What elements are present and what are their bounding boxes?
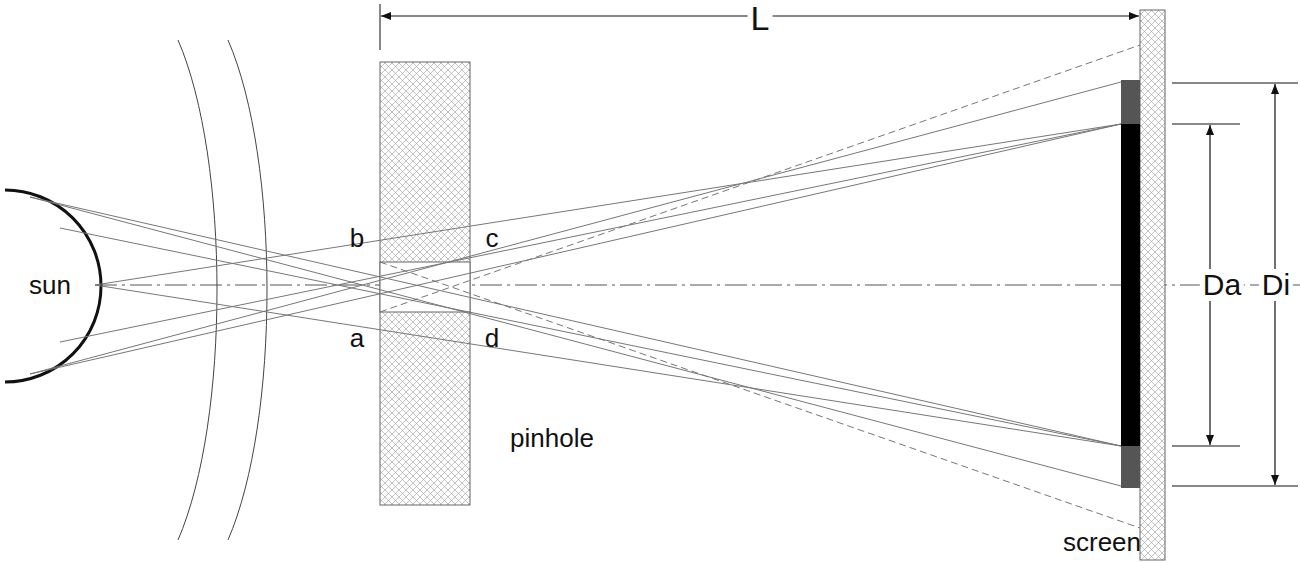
dimension-label: Da	[1200, 269, 1244, 301]
optical-axis	[95, 285, 1300, 286]
sun-label: sun	[26, 271, 74, 299]
dimension-label: Di	[1259, 269, 1293, 301]
extension-lines	[1172, 83, 1298, 486]
penumbra	[1121, 80, 1140, 488]
break-line	[178, 40, 217, 540]
sun-outline	[5, 190, 101, 382]
corner-letter: d	[482, 324, 502, 352]
extension-line	[380, 4, 381, 50]
corner-letter: a	[347, 324, 367, 352]
light-rays	[30, 82, 1121, 486]
screen-plate	[1140, 10, 1165, 560]
part-name: screen	[1060, 528, 1144, 556]
umbra-image	[1121, 124, 1140, 446]
break-line	[228, 40, 267, 540]
corner-letter: c	[483, 224, 502, 252]
part-name: pinhole	[507, 424, 597, 452]
extreme-rays	[380, 45, 1140, 528]
dimension-label: L	[748, 0, 773, 36]
corner-letter: b	[347, 224, 367, 252]
